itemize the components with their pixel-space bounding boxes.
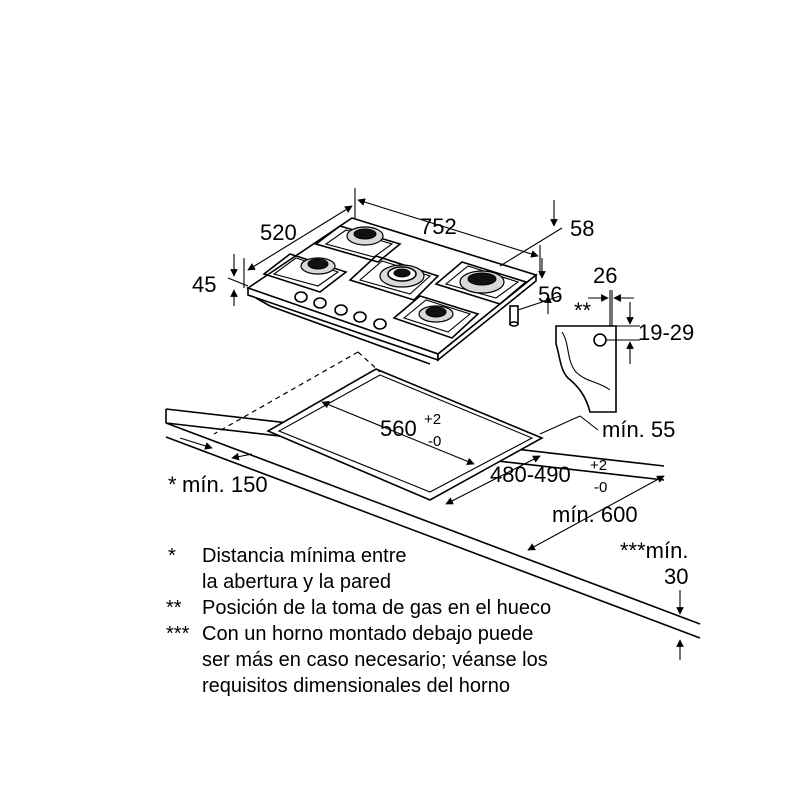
label-cutout-width-tol-minus: -0 [428, 433, 441, 450]
dimension-lines [227, 188, 563, 314]
label-depth: 520 [260, 220, 297, 245]
gas-connector [509, 305, 519, 327]
label-height-back: 58 [570, 216, 594, 241]
label-gas-marker: ** [574, 298, 592, 323]
cutout-dimension-lines [179, 401, 684, 660]
label-min-under: ***mín. [620, 538, 688, 563]
label-cutout-depth: 480-490 [490, 462, 571, 487]
label-cutout-width: 560 [380, 416, 417, 441]
label-min-wall: mín. 150 [182, 472, 268, 497]
projection-lines [213, 351, 381, 435]
note-3-line-1: Con un horno montado debajo puede [202, 623, 533, 645]
label-min-under-value: 30 [664, 564, 688, 589]
label-min-wall-marker: * [168, 472, 177, 497]
burner-back-left [346, 226, 384, 246]
label-cutout-width-tol-plus: +2 [424, 411, 441, 428]
footnotes: * Distancia mínima entre la abertura y l… [166, 545, 551, 697]
note-3-line-2: ser más en caso necesario; véanse los [202, 649, 548, 671]
burner-front [418, 305, 454, 323]
label-min-depth: mín. 600 [552, 502, 638, 527]
note-3-line-3: requisitos dimensionales del horno [202, 675, 510, 697]
label-gas-offset-v: 56 [538, 282, 562, 307]
label-cutout-depth-tol-plus: +2 [590, 457, 607, 474]
control-knobs [294, 291, 387, 330]
burner-left [300, 257, 336, 275]
label-cutout-depth-tol-minus: -0 [594, 479, 607, 496]
label-gas-height: 19-29 [638, 320, 694, 345]
note-1-marker: * [168, 545, 176, 567]
label-min-front: mín. 55 [602, 417, 675, 442]
label-width: 752 [420, 214, 457, 239]
pan-support-front [392, 295, 480, 339]
dimension-labels: 520 752 58 45 56 26 ** 19-29 560 +2 -0 4… [168, 214, 694, 589]
gas-inlet-detail [555, 290, 640, 413]
note-1-line-1: Distancia mínima entre [202, 545, 407, 567]
burner-right [459, 270, 505, 294]
label-gas-offset-h: 26 [593, 263, 617, 288]
note-3-marker: *** [166, 623, 190, 645]
label-height-front: 45 [192, 272, 216, 297]
note-2-line-1: Posición de la toma de gas en el hueco [202, 597, 551, 619]
note-2-marker: ** [166, 597, 182, 619]
burner-center [379, 264, 425, 288]
note-1-line-2: la abertura y la pared [202, 571, 391, 593]
